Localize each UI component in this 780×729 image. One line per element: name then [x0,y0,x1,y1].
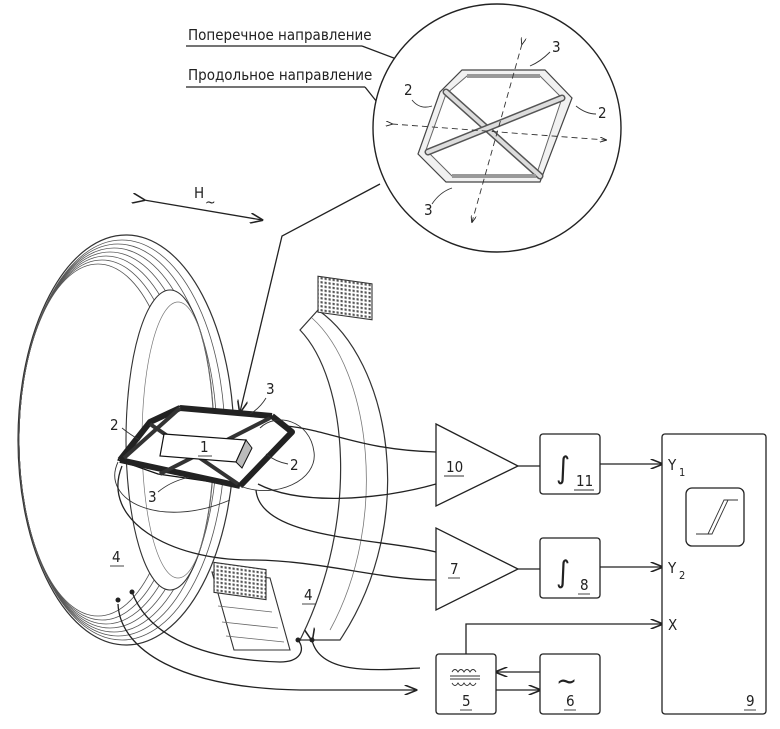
callout-transverse-text: Поперечное направление [188,26,372,44]
transformer-5: 5 [436,654,496,714]
integrator-11: ∫ 11 [540,434,600,494]
inset-label-2-right: 2 [598,104,607,122]
field-label: H [194,184,204,202]
amplifier-10: 10 [436,424,518,506]
scope-input-y1-sub: 1 [679,466,685,479]
scope-label: 9 [746,692,755,710]
coil-right-label: 4 [304,586,313,604]
sensor-bar-bottom-label: 3 [148,488,157,506]
integrator-8-symbol: ∫ [556,555,570,590]
integrator-8: ∫ 8 [540,538,600,598]
field-sub: ~ [205,195,216,211]
integrator-11-symbol: ∫ [556,451,570,486]
amplifier-10-label: 10 [446,458,463,476]
inset-label-3-top: 3 [552,38,561,56]
inset-label-2-left: 2 [404,81,413,99]
generator-6-label: 6 [566,692,575,710]
field-arrow: H ~ [144,184,262,220]
callout-longitudinal: Продольное направление [186,66,396,126]
inset-label-3-bottom: 3 [424,201,433,219]
scope-input-y2-sub: 2 [679,569,685,582]
coil-left-label: 4 [112,548,121,566]
oscilloscope-9: Y 1 Y 2 X 9 [662,434,766,714]
scope-input-y1: Y [667,456,677,474]
integrator-8-label: 8 [580,576,589,594]
sensor-frame-left-label: 2 [110,416,119,434]
scope-input-y2: Y [667,559,677,577]
sensor-frame-right-label: 2 [290,456,299,474]
generator-6: ~ 6 [540,654,600,714]
callout-longitudinal-text: Продольное направление [188,66,372,84]
inset-detail: 2 3 2 3 [373,4,621,252]
integrator-11-label: 11 [576,472,593,490]
scope-input-x: X [668,616,677,634]
sensor-core-label: 1 [200,438,209,456]
amplifier-7-label: 7 [450,560,459,578]
amplifier-7: 7 [436,528,518,610]
sensor-bar-top-label: 3 [266,380,275,398]
transformer-5-label: 5 [462,692,471,710]
